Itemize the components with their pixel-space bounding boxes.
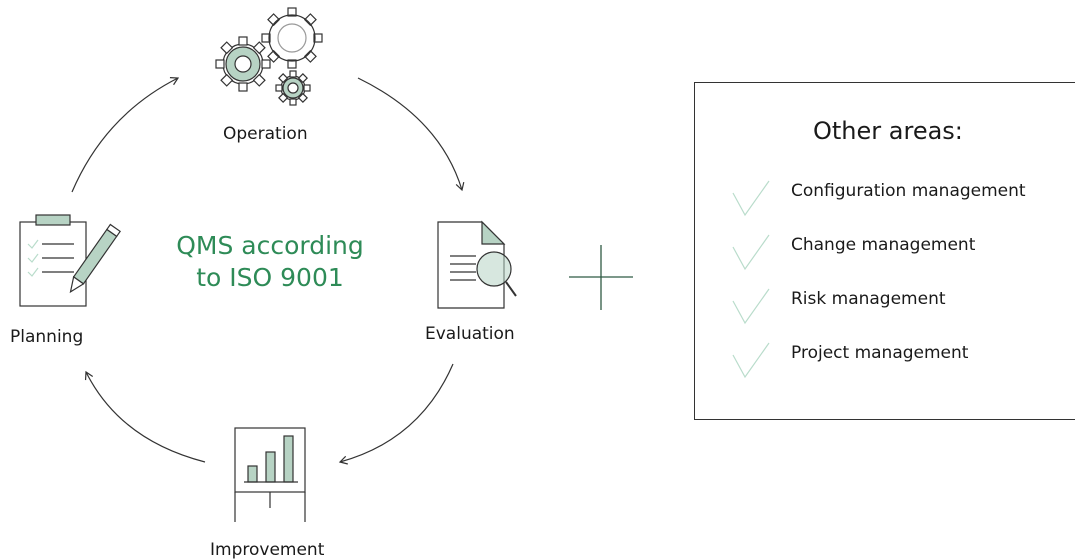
arrow-operation-to-evaluation (357, 77, 465, 192)
step-label-planning: Planning (10, 327, 84, 347)
other-areas-box: Other areas: Configuration management Ch… (694, 82, 1075, 420)
check-icon (732, 234, 770, 271)
other-areas-title: Other areas: (813, 117, 963, 145)
check-icon (732, 180, 770, 217)
step-label-evaluation: Evaluation (425, 324, 515, 344)
bar-chart-board-icon (234, 427, 306, 522)
clipboard-pencil-icon (19, 214, 121, 307)
step-label-improvement: Improvement (210, 540, 325, 559)
area-item-label: Configuration management (791, 181, 1026, 201)
center-title-line-2: to ISO 9001 (196, 263, 344, 292)
check-icon (732, 288, 770, 325)
center-title-line-1: QMS according (176, 231, 364, 260)
arrow-evaluation-to-improvement (338, 363, 454, 465)
area-item-label: Project management (791, 343, 969, 363)
area-item: Risk management (731, 287, 1075, 327)
area-item: Change management (731, 233, 1075, 273)
gears-icon (215, 7, 323, 106)
step-label-operation: Operation (223, 124, 308, 144)
center-title: QMS according to ISO 9001 (150, 230, 390, 294)
plus-icon (569, 245, 633, 310)
area-item: Project management (731, 341, 1075, 381)
area-item-label: Risk management (791, 289, 946, 309)
check-icon (732, 342, 770, 379)
document-magnifier-icon (437, 220, 517, 309)
area-item-label: Change management (791, 235, 976, 255)
arrow-planning-to-operation (71, 77, 180, 193)
area-item: Configuration management (731, 179, 1075, 219)
arrow-improvement-to-planning (84, 370, 206, 463)
